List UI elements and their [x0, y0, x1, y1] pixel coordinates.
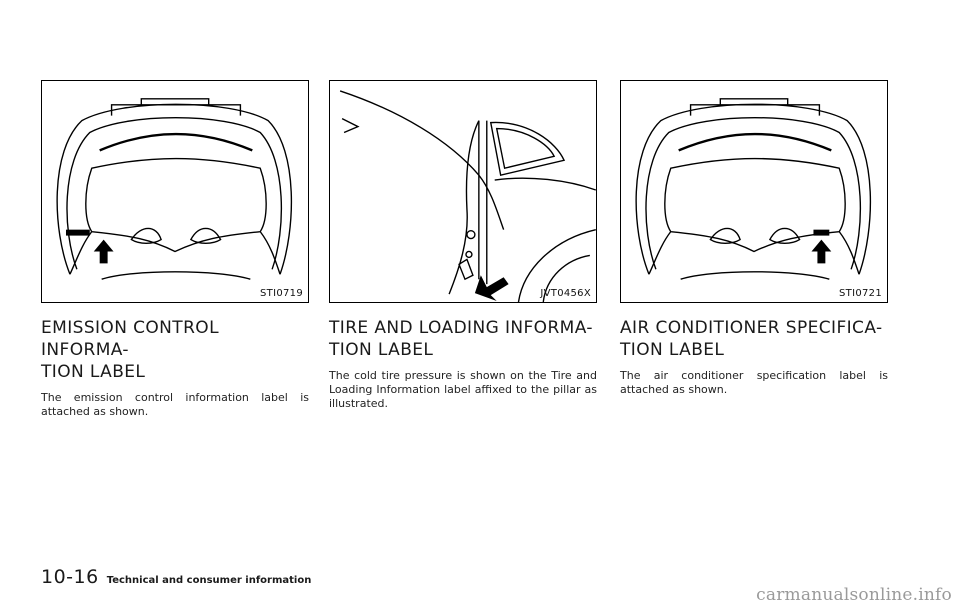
heading-line: TION LABEL [329, 340, 434, 360]
section-ac-label: STI0721 AIR CONDITIONER SPECIFICA- TION … [620, 80, 888, 397]
heading-line: AIR CONDITIONER SPECIFICA- [620, 318, 883, 338]
door-pillar-illustration [339, 90, 596, 302]
hood-underside-illustration [635, 98, 872, 280]
page-footer: 10-16 Technical and consumer information [41, 566, 311, 588]
heading-line: TION LABEL [620, 340, 725, 360]
section-body: The emission control information label i… [41, 391, 309, 418]
section-tire-loading-label: JVT0456X TIRE AND LOADING INFORMA- TION … [329, 80, 597, 411]
section-heading: TIRE AND LOADING INFORMA- TION LABEL [329, 317, 597, 361]
label-marker [813, 229, 830, 236]
figure-hood-emission-label: STI0719 [41, 80, 309, 303]
section-body: The air conditioner specification label … [620, 369, 888, 396]
heading-line: TION LABEL [41, 362, 146, 382]
figure-hood-ac-label: STI0721 [620, 80, 888, 303]
section-body: The cold tire pressure is shown on the T… [329, 369, 597, 410]
pointer-arrow-icon [474, 275, 509, 302]
pointer-arrow-icon [93, 239, 114, 264]
figure-door-pillar-tire-label: JVT0456X [329, 80, 597, 303]
figure-id: JVT0456X [540, 288, 591, 299]
figure-id: STI0719 [260, 288, 303, 299]
label-marker [65, 229, 90, 236]
pointer-arrow-icon [811, 239, 832, 264]
section-emission-label: STI0719 EMISSION CONTROL INFORMA- TION L… [41, 80, 309, 419]
section-heading: AIR CONDITIONER SPECIFICA- TION LABEL [620, 317, 888, 361]
heading-line: TIRE AND LOADING INFORMA- [329, 318, 593, 338]
footer-section-title: Technical and consumer information [106, 575, 312, 586]
page-number: 10-16 [41, 566, 99, 588]
section-heading: EMISSION CONTROL INFORMA- TION LABEL [41, 317, 309, 383]
hood-underside-illustration [56, 98, 293, 280]
watermark: carmanualsonline.info [756, 585, 952, 605]
figure-id: STI0721 [839, 288, 882, 299]
heading-line: EMISSION CONTROL INFORMA- [41, 318, 219, 360]
